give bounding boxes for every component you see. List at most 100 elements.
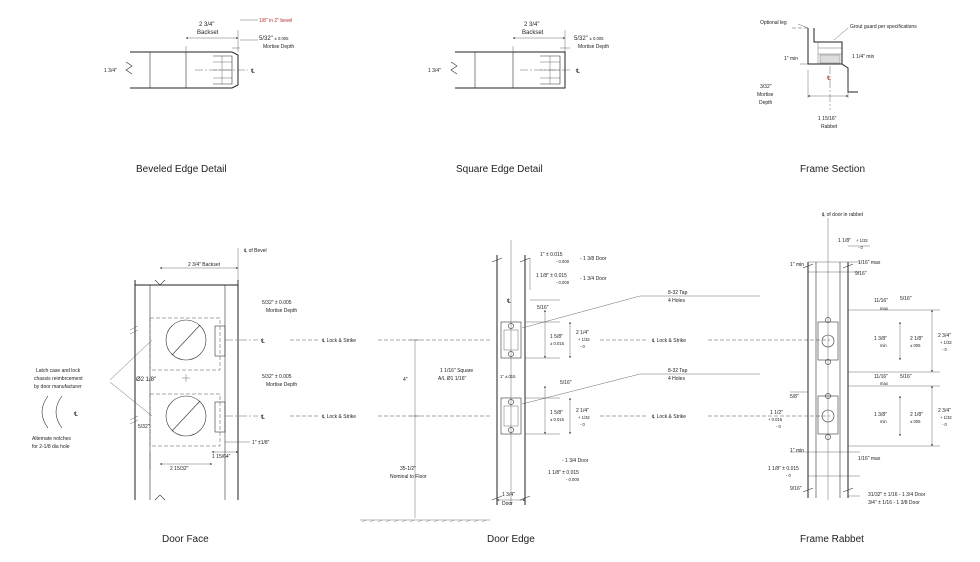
frame-rabbet-label: Rabbet xyxy=(821,124,838,130)
door-face-latch-note-1: Latch case and lock xyxy=(36,368,81,374)
door-edge-d158b: 1 5/8" xyxy=(550,410,563,416)
frame-optional-leg: Optional leg xyxy=(760,20,787,26)
frame-rabbet-a-218: 2 1/8" xyxy=(910,336,923,342)
frame-rabbet-b-516: 5/16" xyxy=(900,374,912,380)
frame-rabbet-b-1116: 11/16" xyxy=(874,374,888,380)
frame-quarter-min: 1 1/4" min xyxy=(852,54,875,60)
frame-rabbet-a-min: min xyxy=(880,343,887,348)
frame-mortise-b: Mortise xyxy=(757,92,774,98)
lock-strike-label-lower-left: ℄ Lock & Strike xyxy=(321,414,356,420)
door-edge-d2-door: - 1 3/4 Door xyxy=(580,276,607,282)
door-edge-bottom-door: - 1 3/4 Door xyxy=(562,458,589,464)
frame-rabbet-b-138: 1 3/8" xyxy=(874,412,887,418)
beveled-mortise-label: Mortise Depth xyxy=(263,44,294,50)
frame-rabbet-d118-t1: + 1/32 xyxy=(856,238,868,243)
frame-rabbet-b-t1: + 1/32 xyxy=(940,415,952,420)
lock-strike-label-upper-left: ℄ Lock & Strike xyxy=(321,338,356,344)
frame-rabbet-d118-t2: - 0 xyxy=(858,245,864,250)
door-edge-d1-value: 1" ± 0.015 xyxy=(540,252,563,258)
frame-rabbet-a-005: ± 005 xyxy=(910,343,921,348)
frame-rabbet-b-max: max xyxy=(880,381,889,386)
door-face-d21532: 2 15/32" xyxy=(170,466,189,472)
door-edge-nominal-2: Nominal to Floor xyxy=(390,474,427,480)
frame-rabbet-b-005: ± 005 xyxy=(910,419,921,424)
frame-rabbet-d112-t2: - 0 xyxy=(776,424,782,429)
frame-rabbet-r2: 3/4" ± 1/16 - 1 3/8 Door xyxy=(868,500,920,506)
door-edge-tap2-a: 8-32 Tap xyxy=(668,368,688,374)
frame-rabbet-one-min-b: 1" min xyxy=(790,448,804,454)
door-face-alt-note-2: for 2-1/8 dia hole xyxy=(32,444,70,450)
square-backset-value: 2 3/4" xyxy=(524,22,539,28)
frame-rabbet-nine16-bot: 9/16" xyxy=(790,486,802,492)
door-face-mortise1-label: Mortise Depth xyxy=(266,308,297,314)
lock-strike-label-upper-right: ℄ Lock & Strike xyxy=(651,338,686,344)
frame-rabbet-detail: ℄ of door in rabbet 1 1/8" + 1/32 - 0 1"… xyxy=(768,212,952,545)
door-face-cl-bevel: ℄ of Bevel xyxy=(243,248,267,254)
frame-rabbet-d112: 1 1/2" xyxy=(770,410,783,416)
frame-rabbet-a-t1: + 1/32 xyxy=(940,340,952,345)
door-edge-five16-a: 5/16" xyxy=(537,305,549,311)
door-edge-bottom-tol: - 0.000 xyxy=(566,477,580,482)
square-centerline: ℄ xyxy=(575,69,580,75)
door-edge-tap2-b: 4 Holes xyxy=(668,376,685,382)
frame-rabbet-a-max: max xyxy=(880,306,889,311)
frame-one-min: 1" min xyxy=(784,56,798,62)
frame-rabbet-d118: 1 1/8" xyxy=(838,238,851,244)
frame-rabbet-nine16-top: 9/16" xyxy=(855,271,867,277)
door-edge-width: 1 3/4" xyxy=(502,492,515,498)
frame-rabbet-b-218: 2 1/8" xyxy=(910,412,923,418)
frame-section-detail: Optional leg Grout guard per specificati… xyxy=(757,20,917,175)
door-face-centerline-lower: ℄ xyxy=(260,415,265,421)
door-edge-d214b-t1: + 1/32 xyxy=(578,415,590,420)
door-edge-d214a-t1: + 1/32 xyxy=(578,337,590,342)
door-edge-d158a: 1 5/8" xyxy=(550,334,563,340)
door-edge-d2-value: 1 1/8" ± 0.015 xyxy=(536,273,567,279)
lock-strike-label-lower-right: ℄ Lock & Strike xyxy=(651,414,686,420)
frame-mortise-a: 3/32" xyxy=(760,84,772,90)
door-edge-nominal-1: 35-1/2" xyxy=(400,466,416,472)
square-edge-detail: 2 3/4" Backset 5/32" ± 0.005 Mortise Dep… xyxy=(428,22,609,175)
door-edge-square-2: A/L Ø1 1/16" xyxy=(438,376,466,382)
beveled-bevel-note: 1/8" in 2" bevel xyxy=(259,18,292,24)
door-face-centerline-upper: ℄ xyxy=(260,339,265,345)
door-edge-five16-b: 5/16" xyxy=(560,380,572,386)
frame-rabbet-a-t2: - 0 xyxy=(942,347,948,352)
frame-grout-guard: Grout guard per specifications xyxy=(850,24,917,30)
beveled-thickness: 1 3/4" xyxy=(104,68,117,74)
door-edge-tap1-b: 4 Holes xyxy=(668,298,685,304)
lock-strike-left: ℄ Lock & Strike ℄ Lock & Strike xyxy=(290,338,490,420)
caption-door-face: Door Face xyxy=(162,534,209,545)
door-face-one-inch: 1" ±1/8" xyxy=(252,440,270,446)
frame-rabbet-sixteen-max-b: 1/16" max xyxy=(858,456,881,462)
door-edge-width-label: Door xyxy=(502,501,513,507)
door-edge-d1-tol: - 0.000 xyxy=(556,259,570,264)
door-edge-one-pm: 1" ±.015 xyxy=(500,374,516,379)
door-edge-d214a-t2: - 0 xyxy=(580,344,586,349)
frame-rabbet-b-min: min xyxy=(880,419,887,424)
door-face-mortise2-value: 5/32" ± 0.005 xyxy=(262,374,292,380)
door-face-latch-note-3: by door manufacturer xyxy=(34,384,82,390)
frame-rabbet-cl-label: ℄ of door in rabbet xyxy=(821,212,864,218)
door-face-mortise2-label: Mortise Depth xyxy=(266,382,297,388)
door-face-alt-note-1: Alternate notches xyxy=(32,436,71,442)
square-thickness: 1 3/4" xyxy=(428,68,441,74)
door-face-alt-centerline: ℄ xyxy=(73,412,78,418)
frame-rabbet-a-234: 2 3/4" xyxy=(938,333,951,339)
frame-rabbet-b-t2: - 0 xyxy=(942,422,948,427)
beveled-edge-detail: 2 3/4" Backset 1/8" in 2" bevel 5/32" ± … xyxy=(104,18,294,175)
frame-rabbet-a-1116: 11/16" xyxy=(874,298,888,304)
caption-beveled-edge-detail: Beveled Edge Detail xyxy=(136,164,227,175)
door-edge-four: 4" xyxy=(403,377,408,383)
door-edge-d214b-t2: - 0 xyxy=(580,422,586,427)
door-edge-d2-tol: - 0.000 xyxy=(556,280,570,285)
square-mortise-label: Mortise Depth xyxy=(578,44,609,50)
door-edge-d158b-tol: ± 0.015 xyxy=(550,417,565,422)
door-edge-tap1-a: 8-32 Tap xyxy=(668,290,688,296)
lock-strike-right: ℄ Lock & Strike ℄ Lock & Strike xyxy=(600,338,830,420)
frame-rabbet-b-234: 2 3/4" xyxy=(938,408,951,414)
door-edge-d214a: 2 1/4" xyxy=(576,330,589,336)
beveled-backset-value: 2 3/4" xyxy=(199,22,214,28)
square-mortise-value: 5/32" ± 0.005 xyxy=(574,36,604,42)
door-face-d1564: 1 15/64" xyxy=(212,454,231,460)
